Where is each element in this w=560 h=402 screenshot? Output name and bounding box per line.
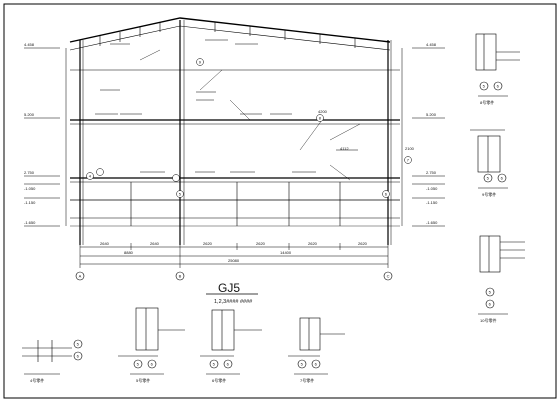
bottom-dimensions: 2640 2640 2620 2620 2620 2620 8880 14400… [100,109,415,263]
elevation-labels-left: 4.458 5.200 2.750 -1.050 -1.150 -1.650 [24,42,36,225]
segment-dim-1: 8880 [124,250,134,255]
svg-text:6: 6 [77,354,80,359]
svg-text:9: 9 [199,60,202,65]
svg-text:8: 8 [319,116,322,121]
svg-text:5: 5 [213,362,216,367]
axis-b: B [179,274,182,279]
detail-6-caption: 6号零件 [212,377,226,383]
bay-dim-6: 2620 [358,241,368,246]
elev-left-4: -1.050 [24,186,36,191]
bay-dim-4: 2620 [256,241,266,246]
detail-5 [118,307,185,375]
svg-text:5: 5 [483,84,486,89]
svg-text:5: 5 [137,362,140,367]
elev-left-2: 5.200 [24,112,35,117]
elev-right-2: 5.200 [426,112,437,117]
elevation-labels-right: 4.458 5.200 2.750 -1.050 -1.150 -1.650 [426,42,438,225]
svg-text:6: 6 [227,362,230,367]
svg-text:7: 7 [407,158,410,163]
elev-left-5: -1.150 [24,200,36,205]
elev-right-1: 4.458 [426,42,437,47]
elev-right-5: -1.150 [426,200,438,205]
detail-4 [22,339,83,375]
elev-left-6: -1.650 [24,220,36,225]
detail-10-caption: 10号零件 [480,317,496,323]
segment-dim-2: 14400 [280,250,292,255]
axis-a: A [79,274,82,279]
bay-dim-2: 2640 [150,241,160,246]
dim-label-1: 4200 [318,109,328,114]
svg-text:6: 6 [497,84,500,89]
detail-7-caption: 7号零件 [300,377,314,383]
svg-text:5: 5 [179,192,182,197]
axis-bubbles: A B C [75,271,393,281]
bay-dim-5: 2620 [308,241,318,246]
elev-right-4: -1.050 [426,186,438,191]
svg-text:5: 5 [489,290,492,295]
bay-dim-1: 2640 [100,241,110,246]
sheet-border [3,3,557,399]
drawing-title: GJ5 [218,281,240,295]
detail-7 [288,317,345,375]
detail-10 [478,235,525,315]
dim-label-3: 2100 [405,146,415,151]
svg-text:5: 5 [301,362,304,367]
svg-text:4: 4 [89,174,92,179]
detail-5-caption: 5号零件 [136,377,150,383]
axis-c: C [387,274,390,279]
frame-elevation [24,17,445,268]
svg-text:6: 6 [315,362,318,367]
svg-text:6: 6 [501,176,504,181]
svg-text:5: 5 [487,176,490,181]
bay-dim-3: 2620 [203,241,213,246]
svg-text:6: 6 [151,362,154,367]
detail-9 [470,129,508,189]
elev-right-3: 2.750 [426,170,437,175]
drawing-subtitle: 1,2,3#### #### [214,299,253,305]
elev-left-3: 2.750 [24,170,35,175]
total-dim: 25080 [228,258,240,263]
detail-4-caption: 4号零件 [30,377,44,383]
svg-text:6: 6 [385,192,388,197]
detail-8-caption: 8号零件 [480,99,494,105]
roof-inner-line [69,25,391,51]
roof-line [69,17,391,43]
callout-numbers: 9 8 4 5 6 7 [89,60,410,197]
detail-6 [200,309,262,375]
svg-text:6: 6 [489,302,492,307]
svg-text:5: 5 [77,342,80,347]
elev-right-6: -1.650 [426,220,438,225]
callouts [86,58,412,198]
detail-8 [475,33,520,97]
detail-9-caption: 9号零件 [482,191,496,197]
dim-label-2: 4112 [340,146,349,151]
elev-left-1: 4.458 [24,42,35,47]
